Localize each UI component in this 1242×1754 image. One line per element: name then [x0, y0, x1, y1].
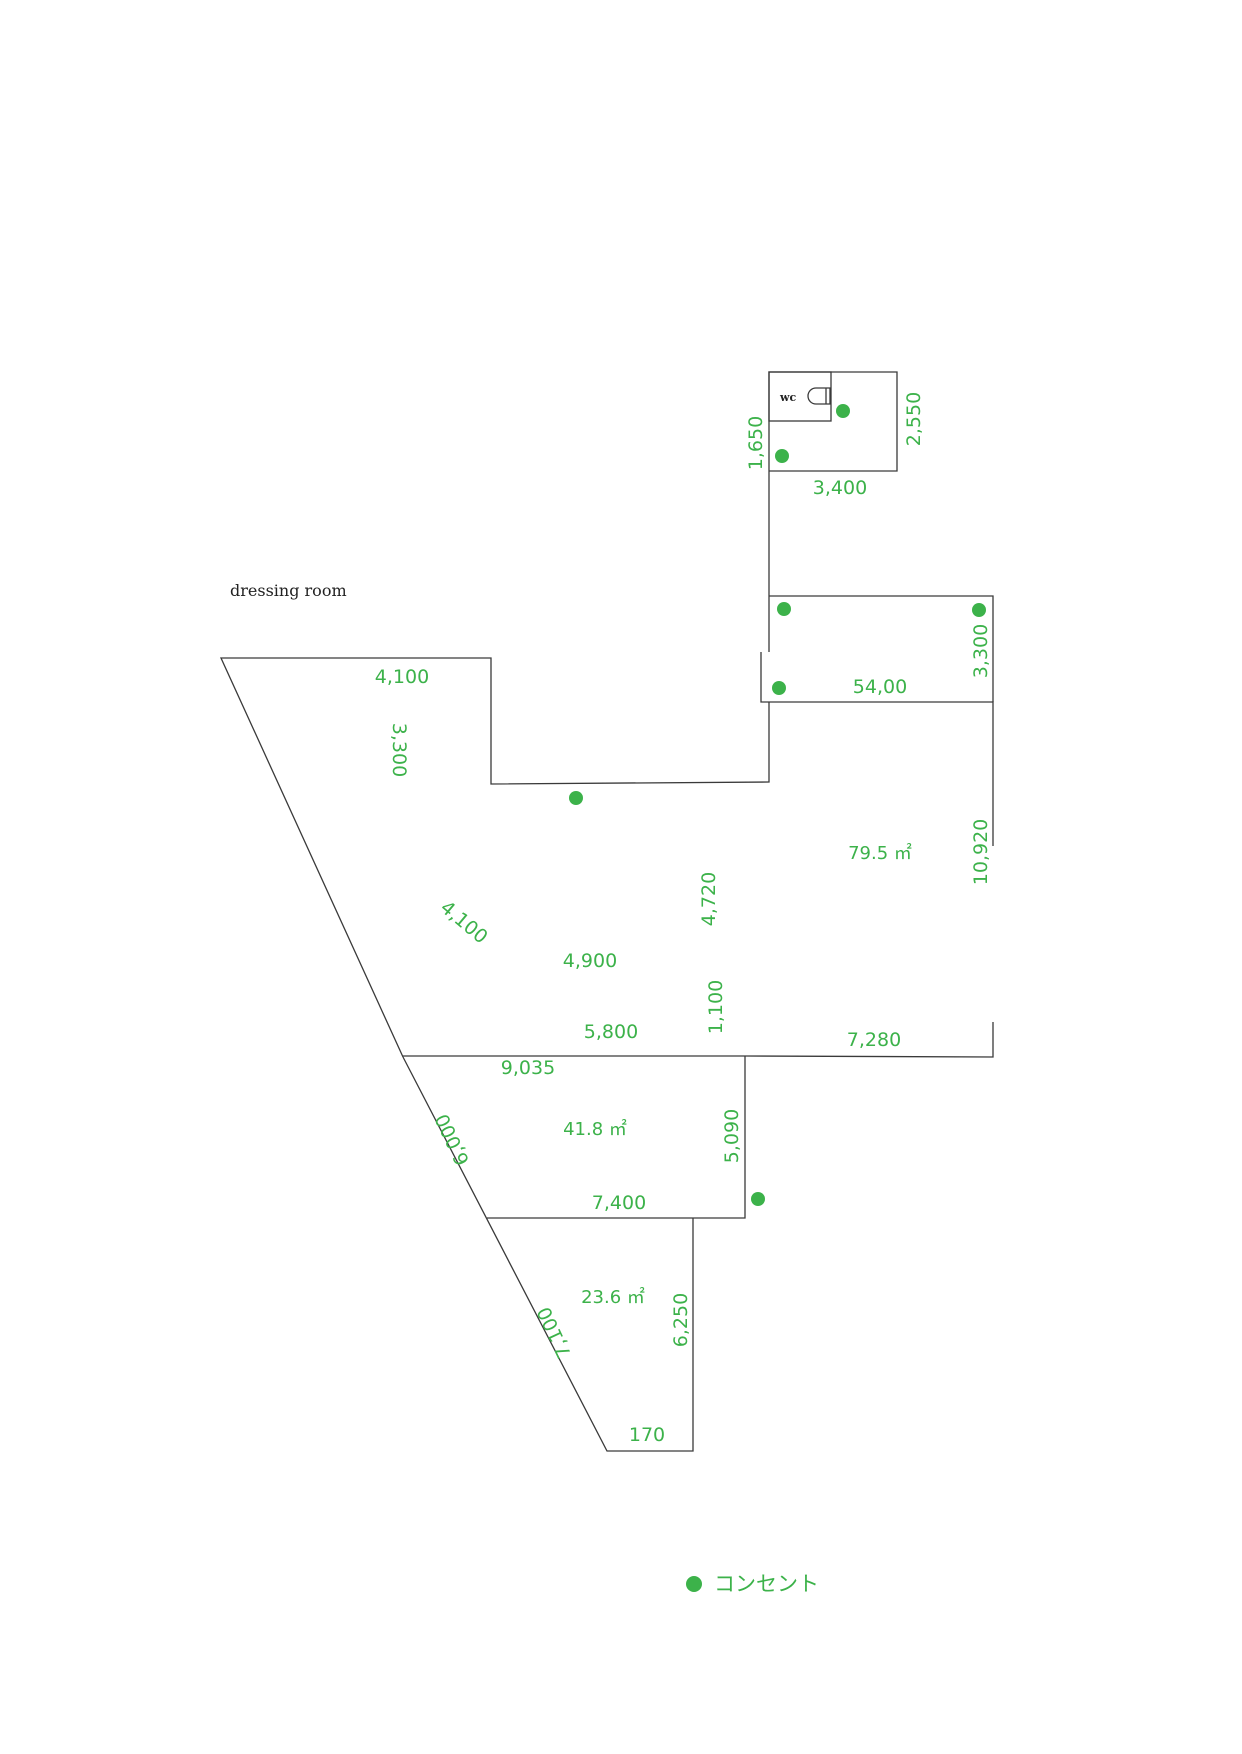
dim-low-diagonal: 7,100 — [533, 1303, 576, 1362]
dim-wc-width: 3,400 — [813, 477, 867, 499]
dim-wc-height-left: 1,650 — [745, 416, 767, 470]
dim-annex-width: 54,00 — [853, 676, 907, 698]
dim-main-inner-height: 4,720 — [698, 872, 720, 926]
dim-main-inner-width: 4,900 — [563, 950, 617, 972]
dim-low-bottom-width: 170 — [629, 1424, 665, 1446]
dim-main-bottom-right: 7,280 — [847, 1029, 901, 1051]
area-main: 79.5 ㎡ — [848, 842, 912, 864]
dim-low-right-height: 6,250 — [670, 1293, 692, 1347]
dim-mid-right-height: 5,090 — [721, 1109, 743, 1163]
walls — [219, 371, 994, 1452]
outlet-marker — [772, 681, 786, 695]
outlet-marker — [972, 603, 986, 617]
dim-main-right-height: 10,920 — [970, 819, 992, 885]
main-room-wall-west — [219, 657, 770, 1058]
outlet-marker — [751, 1192, 765, 1206]
middle-room-wall — [487, 1056, 746, 1219]
legend-outlet-icon — [686, 1576, 702, 1592]
dim-wc-height-right: 2,550 — [903, 392, 925, 446]
dim-mid-top-width: 9,035 — [501, 1057, 555, 1079]
outlet-marker — [777, 602, 791, 616]
dim-mid-bottom-width: 7,400 — [592, 1192, 646, 1214]
dim-top-left-width: 4,100 — [375, 666, 429, 688]
dim-main-step-height: 1,100 — [705, 980, 727, 1034]
main-room-wall-south — [403, 1022, 994, 1058]
dimension-labels: 1,650 2,550 3,400 3,300 54,00 4,100 3,30… — [375, 392, 992, 1446]
area-middle: 41.8 ㎡ — [563, 1118, 627, 1140]
legend-outlet-label: コンセント — [714, 1572, 819, 1596]
outlet-markers — [569, 404, 986, 1206]
dim-annex-height: 3,300 — [970, 624, 992, 678]
area-labels: 79.5 ㎡ 41.8 ㎡ 23.6 ㎡ — [563, 842, 912, 1308]
toilet-icon — [807, 387, 831, 405]
dim-top-left-height: 3,300 — [388, 723, 410, 777]
area-lower: 23.6 ㎡ — [581, 1286, 645, 1308]
main-room-wall — [760, 652, 994, 846]
dim-main-diagonal: 4,100 — [436, 896, 492, 948]
dim-main-bottom-left: 5,800 — [584, 1021, 638, 1043]
legend: コンセント — [686, 1572, 819, 1596]
outlet-marker — [569, 791, 583, 805]
dressing-room-label: dressing room — [230, 581, 347, 600]
wc-label: wc — [779, 391, 796, 404]
wc-cubicle — [768, 371, 832, 422]
outlet-marker — [775, 449, 789, 463]
annex-wall — [769, 595, 994, 702]
lower-room-wall — [402, 1056, 694, 1452]
dim-mid-diagonal: 6,000 — [431, 1110, 474, 1169]
outlet-marker — [836, 404, 850, 418]
